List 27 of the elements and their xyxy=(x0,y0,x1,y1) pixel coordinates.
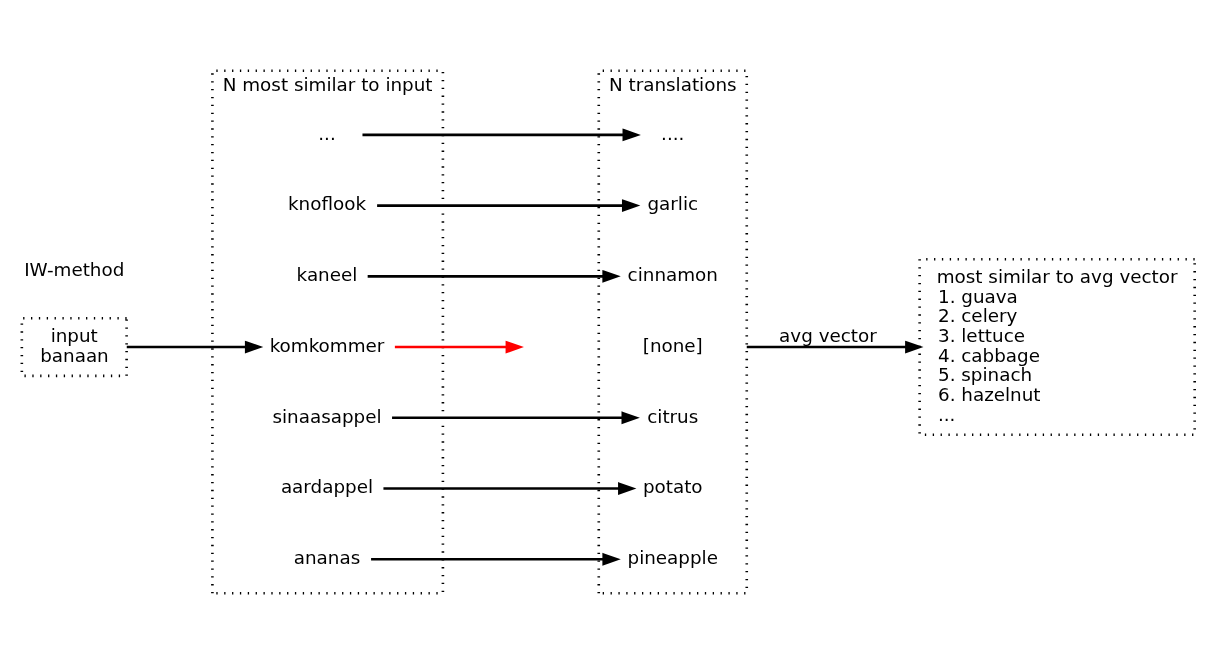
arrow xyxy=(392,411,640,425)
node-text: [none] xyxy=(642,334,703,356)
node-text: potato xyxy=(642,476,703,498)
node-text: citrus xyxy=(647,405,699,427)
arrow xyxy=(367,269,621,283)
node-text: aardappel xyxy=(280,476,374,498)
node-box: input banaan xyxy=(20,316,128,378)
node-box: most similar to avg vector 1. guava 2. celery 3. lettuce 4. cabbage 5. spinach 6. hazelnut ... xyxy=(918,258,1196,437)
arrow xyxy=(126,340,264,354)
label: IW-method xyxy=(24,258,125,280)
node-text: sinaasappel xyxy=(272,405,382,427)
arrow xyxy=(746,340,924,354)
node-text: komkommer xyxy=(269,334,385,356)
arrow xyxy=(371,552,621,566)
arrow xyxy=(377,199,641,213)
node-text: ... xyxy=(318,122,336,144)
node-text: cinnamon xyxy=(627,264,718,286)
node-text: knoflook xyxy=(287,193,367,215)
node-text: pineapple xyxy=(627,547,719,569)
arrow xyxy=(394,340,524,354)
node-text: garlic xyxy=(647,193,699,215)
node-text: ananas xyxy=(293,547,361,569)
arrow xyxy=(383,482,637,495)
arrow xyxy=(362,128,641,142)
node-text: .... xyxy=(661,122,685,144)
edge-label: avg vector xyxy=(779,325,877,347)
node-text: kaneel xyxy=(296,264,358,286)
